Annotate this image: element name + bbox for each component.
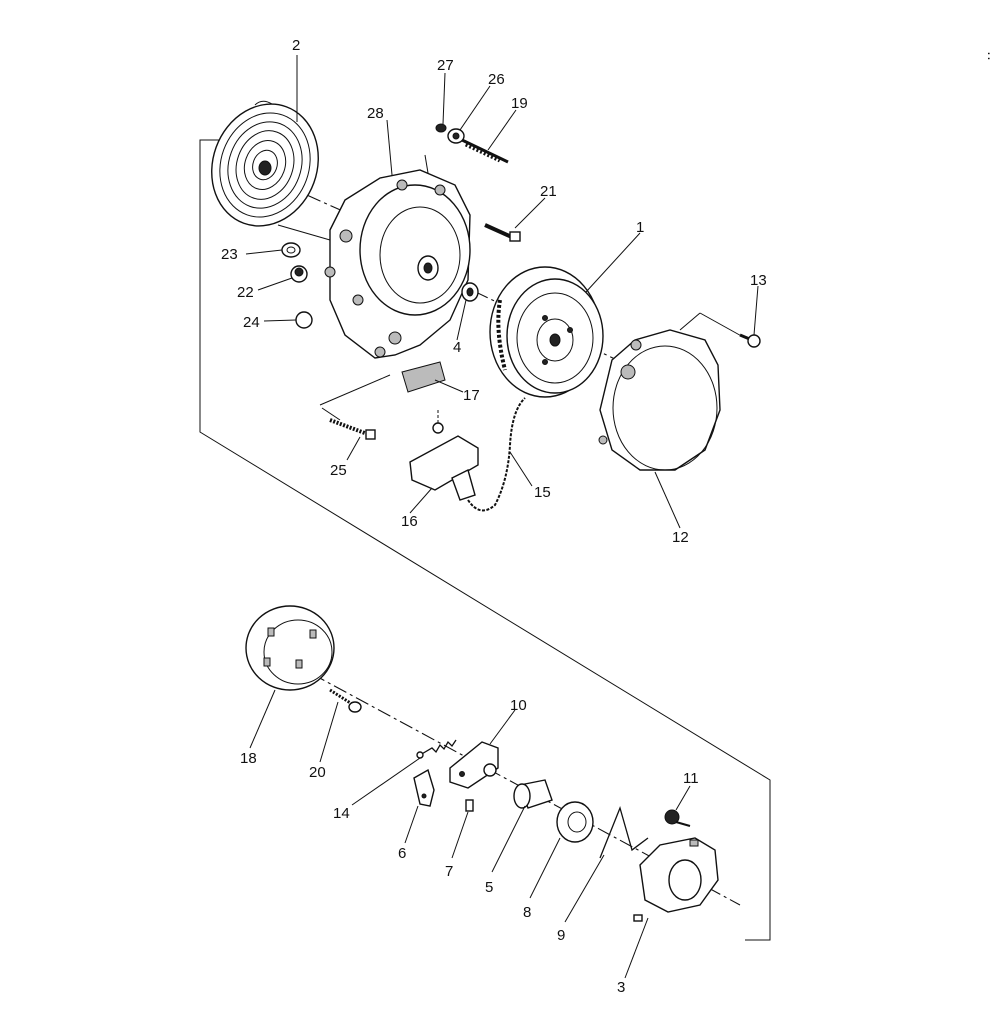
- cover-ring: [245, 605, 335, 691]
- bolt: [484, 223, 521, 242]
- flywheel: [489, 266, 604, 398]
- callout-13: 13: [750, 272, 767, 289]
- callout-18: 18: [240, 750, 257, 767]
- callout-14: 14: [333, 805, 350, 822]
- callout-16: 16: [401, 513, 418, 530]
- bolt: [739, 333, 761, 348]
- wire: [467, 397, 526, 512]
- callout-28: 28: [367, 105, 384, 122]
- callout-10: 10: [510, 697, 527, 714]
- callout-5: 5: [485, 879, 493, 896]
- callout-11: 11: [683, 770, 699, 787]
- leader-lines: [245, 55, 759, 979]
- handle: [409, 410, 479, 501]
- callout-17: 17: [463, 387, 480, 404]
- cap: [435, 123, 447, 133]
- small-spring: [416, 739, 457, 759]
- callout-22: 22: [237, 284, 254, 301]
- callout-1: 1: [636, 219, 644, 236]
- callout-26: 26: [488, 71, 505, 88]
- washer: [281, 242, 301, 258]
- callout-6: 6: [398, 845, 406, 862]
- pin: [465, 799, 474, 812]
- callout-9: 9: [557, 927, 565, 944]
- nut: [664, 809, 691, 827]
- callout-23: 23: [221, 246, 238, 263]
- callout-4: 4: [453, 339, 461, 356]
- bolt: [329, 418, 376, 440]
- callout-20: 20: [309, 764, 326, 781]
- corner-mark: ··: [981, 51, 998, 61]
- callout-19: 19: [511, 95, 528, 112]
- washer: [461, 282, 479, 302]
- cup: [513, 779, 553, 809]
- pawl: [413, 768, 435, 807]
- callout-25: 25: [330, 462, 347, 479]
- ratchet-bracket: [449, 741, 499, 789]
- callout-27: 27: [437, 57, 454, 74]
- spacer-ring: [556, 801, 594, 843]
- screw: [329, 688, 362, 713]
- callout-12: 12: [672, 529, 689, 546]
- callout-24: 24: [243, 314, 260, 331]
- callout-15: 15: [534, 484, 551, 501]
- housing: [324, 169, 471, 359]
- nut: [447, 128, 465, 144]
- cap: [290, 265, 308, 283]
- stud: [461, 138, 509, 164]
- recoil-housing: [598, 329, 721, 471]
- cap: [295, 311, 313, 329]
- spring-clip: [599, 805, 649, 859]
- callout-3: 3: [617, 979, 625, 996]
- callout-2: 2: [292, 37, 300, 54]
- callout-21: 21: [540, 183, 557, 200]
- callout-7: 7: [445, 863, 453, 880]
- callout-8: 8: [523, 904, 531, 921]
- label: [401, 361, 446, 393]
- callouts: 2 27 26 19 28 21 1 23 13 22 24 4 17 25 1…: [221, 37, 998, 996]
- spiral-spring: [211, 100, 319, 227]
- pulley-plate: [633, 837, 719, 922]
